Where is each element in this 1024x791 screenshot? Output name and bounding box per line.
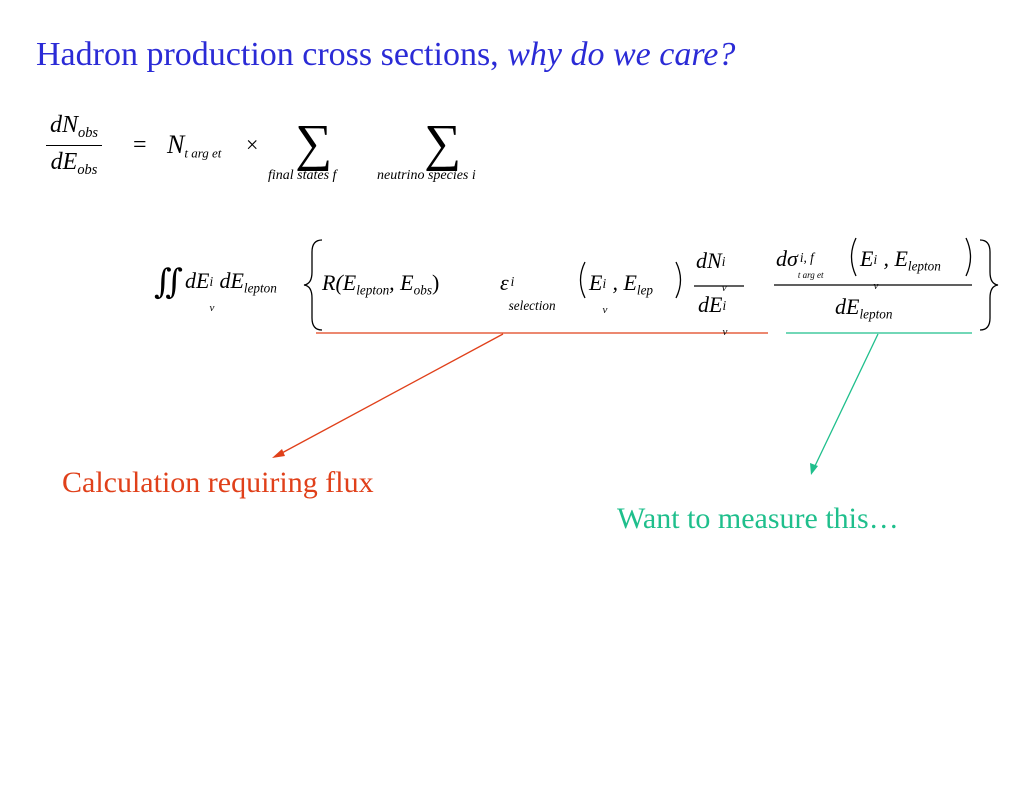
lhs-fraction: dNobs dEobs	[46, 112, 103, 179]
eps-paren-left	[579, 261, 586, 299]
left-brace	[303, 239, 323, 331]
sum-label-final-states: final states f	[268, 168, 337, 183]
equation-1-equals: =	[133, 132, 147, 158]
green-arrow-head	[810, 463, 818, 475]
slide-title: Hadron production cross sections, why do…	[36, 36, 735, 74]
equation-2-response: R(Elepton, Eobs)	[322, 270, 440, 298]
equation-1-times: ×	[246, 132, 259, 157]
xs-paren-left	[850, 237, 857, 277]
red-arrow-head	[272, 449, 285, 458]
red-arrow-line	[279, 333, 504, 455]
right-brace	[979, 239, 999, 331]
sum-label-neutrino-species: neutrino species i	[377, 168, 476, 183]
eps-paren-right	[675, 261, 682, 299]
sum-symbol-final-states: ∑	[295, 115, 333, 172]
label-want-to-measure: Want to measure this…	[617, 502, 899, 535]
title-emphasis: why do we care?	[507, 36, 736, 73]
green-arrow-line	[813, 333, 879, 469]
equation-1-lhs: dNobs dEobs	[46, 112, 103, 179]
sum-symbol-neutrino-species: ∑	[424, 115, 462, 172]
xs-paren-right	[965, 237, 972, 277]
xs-denominator: dElepton	[835, 294, 893, 322]
title-main: Hadron production cross sections,	[36, 36, 499, 73]
label-calculation-requiring-flux: Calculation requiring flux	[62, 466, 374, 499]
equation-2-integral: ∬	[154, 264, 183, 301]
equation-1-ntarget: Nt arg et	[167, 130, 222, 161]
